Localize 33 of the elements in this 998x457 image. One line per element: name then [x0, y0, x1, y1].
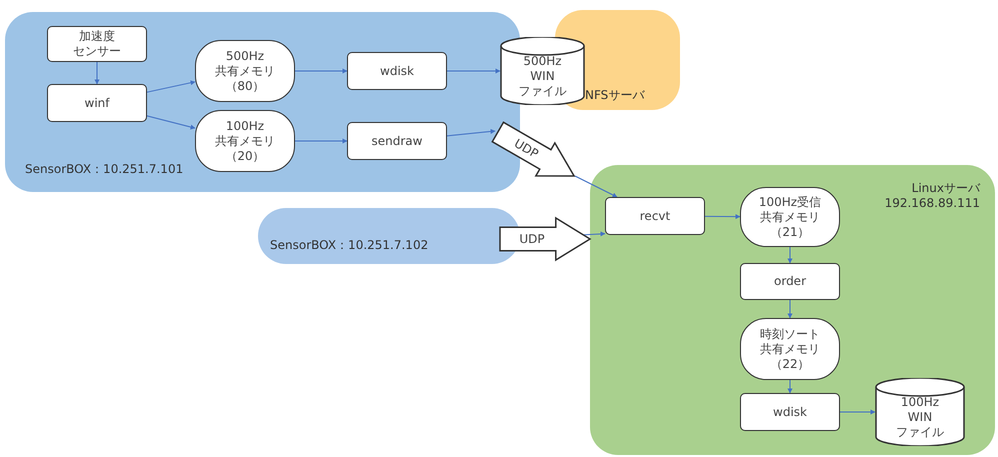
edge-label: UDP: [519, 232, 545, 246]
process-box: wdisk: [347, 52, 447, 90]
arrow: [788, 300, 792, 318]
arrow: [446, 128, 496, 136]
file-cylinder: 100Hz WIN ファイル: [875, 378, 965, 446]
shared-memory-box: 時刻ソート共有メモリ（22）: [740, 318, 840, 380]
arrow: [146, 80, 196, 93]
arrow: [94, 62, 100, 84]
process-box: recvt: [605, 197, 705, 235]
server-label: SensorBOX：10.251.7.102: [270, 238, 430, 253]
process-box: order: [740, 263, 840, 300]
arrow: [446, 68, 500, 74]
process-box: winf: [47, 84, 147, 122]
arrow: [788, 246, 792, 264]
server-label: Linuxサーバ 192.168.89.111: [884, 181, 980, 211]
file-cylinder: 500Hz WIN ファイル: [500, 37, 585, 105]
shared-memory-box: 500Hz共有メモリ（80）: [195, 40, 295, 102]
arrow: [704, 214, 740, 220]
sensor-box: 加速度センサー: [47, 26, 147, 62]
server-label: SensorBOX：10.251.7.101: [25, 162, 184, 177]
process-box: wdisk: [740, 393, 840, 431]
block-arrow: [499, 216, 606, 262]
shared-memory-box: 100Hz共有メモリ（20）: [195, 110, 295, 172]
arrow: [840, 410, 876, 414]
arrow: [294, 138, 348, 144]
arrow: [574, 176, 618, 198]
process-box: sendraw: [347, 122, 447, 160]
arrow: [788, 380, 792, 394]
arrow: [294, 68, 348, 74]
linux-server-panel: [590, 165, 995, 455]
shared-memory-box: 100Hz受信共有メモリ（21）: [740, 187, 840, 247]
arrow: [146, 115, 196, 130]
server-label: NFSサーバ: [585, 88, 646, 103]
